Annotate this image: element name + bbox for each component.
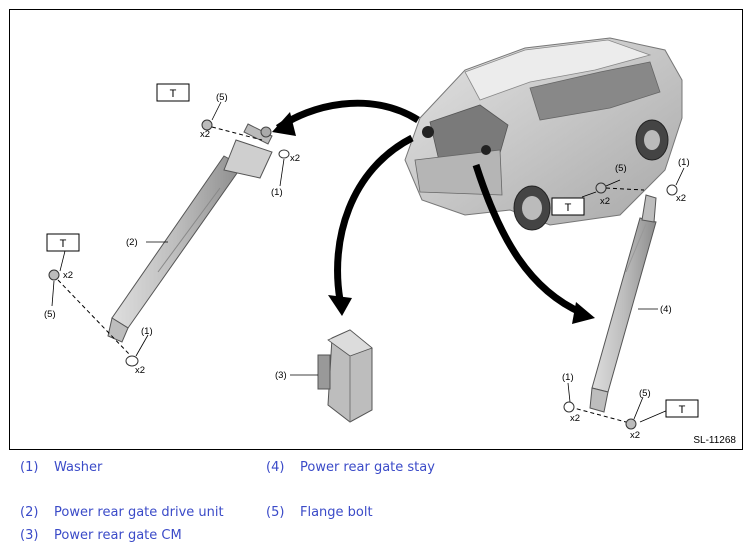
- callout-1-top-left: (1): [271, 187, 283, 198]
- legend-item-drive-unit: (2) Power rear gate drive unit: [20, 505, 224, 520]
- qty-left-washer: x2: [135, 365, 145, 376]
- legend-number: (3): [20, 528, 39, 543]
- flange-bolt-top-left: [201, 119, 213, 131]
- legend-label: Power rear gate stay: [300, 460, 435, 475]
- flange-bolt-mid-left: [48, 269, 60, 281]
- svg-text:T: T: [170, 88, 177, 100]
- legend-label: Power rear gate CM: [54, 528, 182, 543]
- legend-number: (2): [20, 505, 39, 520]
- legend-label: Washer: [54, 460, 103, 475]
- washer-top-right: [666, 184, 678, 196]
- svg-text:T: T: [565, 202, 572, 214]
- qty-right-top-bolt: x2: [600, 196, 610, 207]
- legend-number: (4): [266, 460, 285, 475]
- qty-left-bolt: x2: [63, 270, 73, 281]
- callout-1-right-top: (1): [678, 157, 690, 168]
- vehicle-illustration: [404, 37, 683, 231]
- legend-item-cm: (3) Power rear gate CM: [20, 528, 182, 543]
- callout-1-right-bottom: (1): [562, 372, 574, 383]
- callout-5-top-left: (5): [216, 92, 228, 103]
- power-rear-gate-stay: [589, 194, 657, 413]
- legend-item-washer: (1) Washer: [20, 460, 102, 475]
- legend-number: (5): [266, 505, 285, 520]
- indicator-arrows: [272, 99, 595, 324]
- figure-id: SL-11268: [693, 435, 736, 446]
- washer-bottom-left: [125, 355, 139, 367]
- washer-top-left: [278, 149, 290, 159]
- torque-box-right-bottom: T: [665, 399, 699, 418]
- legend-item-stay: (4) Power rear gate stay: [266, 460, 435, 475]
- parts-diagram: T T T T (5) x2 x2 (1) (2) x2 (5) (1) x2 …: [9, 9, 743, 450]
- fasteners: [48, 119, 678, 430]
- flange-bolt-bottom-right: [625, 418, 637, 430]
- qty-top-left-bolt: x2: [200, 129, 210, 140]
- power-rear-gate-drive-unit: [107, 123, 273, 343]
- torque-box-top-left: T: [156, 83, 190, 102]
- legend-label: Flange bolt: [300, 505, 373, 520]
- callout-2: (2): [126, 237, 138, 248]
- legend-label: Power rear gate drive unit: [54, 505, 224, 520]
- qty-top-left-washer: x2: [290, 153, 300, 164]
- callout-3: (3): [275, 370, 287, 381]
- callout-5-right-top: (5): [615, 163, 627, 174]
- qty-right-top-washer: x2: [676, 193, 686, 204]
- qty-right-bottom-bolt: x2: [630, 430, 640, 441]
- torque-box-right-top: T: [551, 197, 585, 216]
- power-rear-gate-cm: [317, 329, 373, 423]
- svg-text:T: T: [60, 238, 67, 250]
- diagram-canvas: T T T T (5) x2 x2 (1) (2) x2 (5) (1) x2 …: [44, 37, 699, 441]
- callout-5-left: (5): [44, 309, 56, 320]
- svg-text:T: T: [679, 404, 686, 416]
- callout-5-right-bottom: (5): [639, 388, 651, 399]
- legend-item-flange-bolt: (5) Flange bolt: [266, 505, 373, 520]
- leader-lines: [51, 101, 685, 423]
- qty-right-bottom-washer: x2: [570, 413, 580, 424]
- callout-labels: (5) x2 x2 (1) (2) x2 (5) (1) x2 (3) (5) …: [44, 92, 690, 441]
- torque-box-left: T: [46, 233, 80, 252]
- callout-1-left: (1): [141, 326, 153, 337]
- callout-4: (4): [660, 304, 672, 315]
- legend-number: (1): [20, 460, 39, 475]
- flange-bolt-top-right: [595, 182, 607, 194]
- washer-bottom-right: [563, 401, 575, 413]
